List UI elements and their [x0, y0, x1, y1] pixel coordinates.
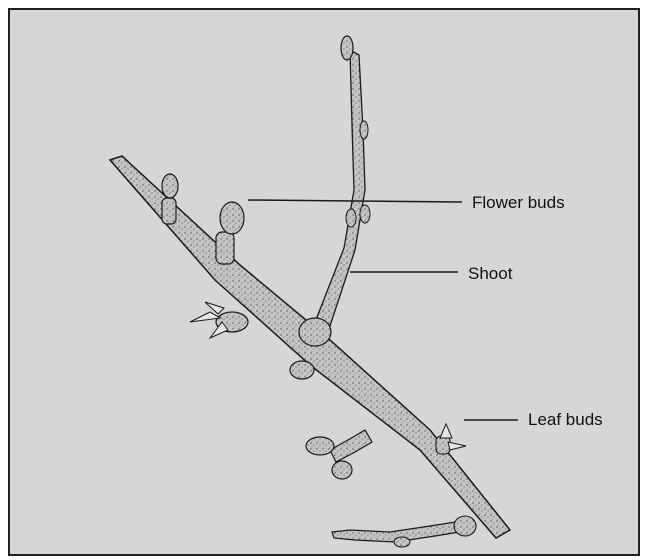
leaf-buds-label: Leaf buds	[528, 410, 603, 430]
leaf-bud-right-scale-b	[448, 442, 466, 450]
branch-illustration	[10, 10, 638, 554]
flower-buds-leader-line	[248, 200, 462, 202]
shoot-bud-pair-left	[346, 209, 356, 227]
shoot-tip-bud	[341, 36, 353, 60]
lower-spur	[330, 430, 372, 462]
leaf-bud-right-scale-a	[440, 424, 452, 438]
flower-bud-2	[220, 202, 244, 234]
flower-bud-stalk-2	[216, 232, 234, 264]
shoot-base-node	[299, 318, 331, 346]
shoot-label: Shoot	[468, 264, 512, 284]
lower-spur-bud-b	[332, 461, 352, 479]
flower-buds-label: Flower buds	[472, 193, 565, 213]
bottom-twig-node	[454, 516, 476, 536]
leaf-bud-scale-c	[205, 302, 224, 314]
leaf-bud-right-stalk	[436, 436, 450, 454]
illustration-frame: Flower buds Shoot Leaf buds	[8, 8, 640, 556]
lower-spur-bud-a	[306, 437, 334, 455]
shoot-stem	[312, 50, 365, 332]
shoot-bud-pair-right	[360, 205, 370, 223]
center-bud	[290, 361, 314, 379]
leaf-bud-scale-a	[190, 312, 220, 322]
flower-bud-stalk-1	[162, 198, 176, 224]
bottom-twig-bud	[394, 537, 410, 547]
shoot-side-bud	[360, 121, 368, 139]
flower-bud-1	[162, 174, 178, 198]
